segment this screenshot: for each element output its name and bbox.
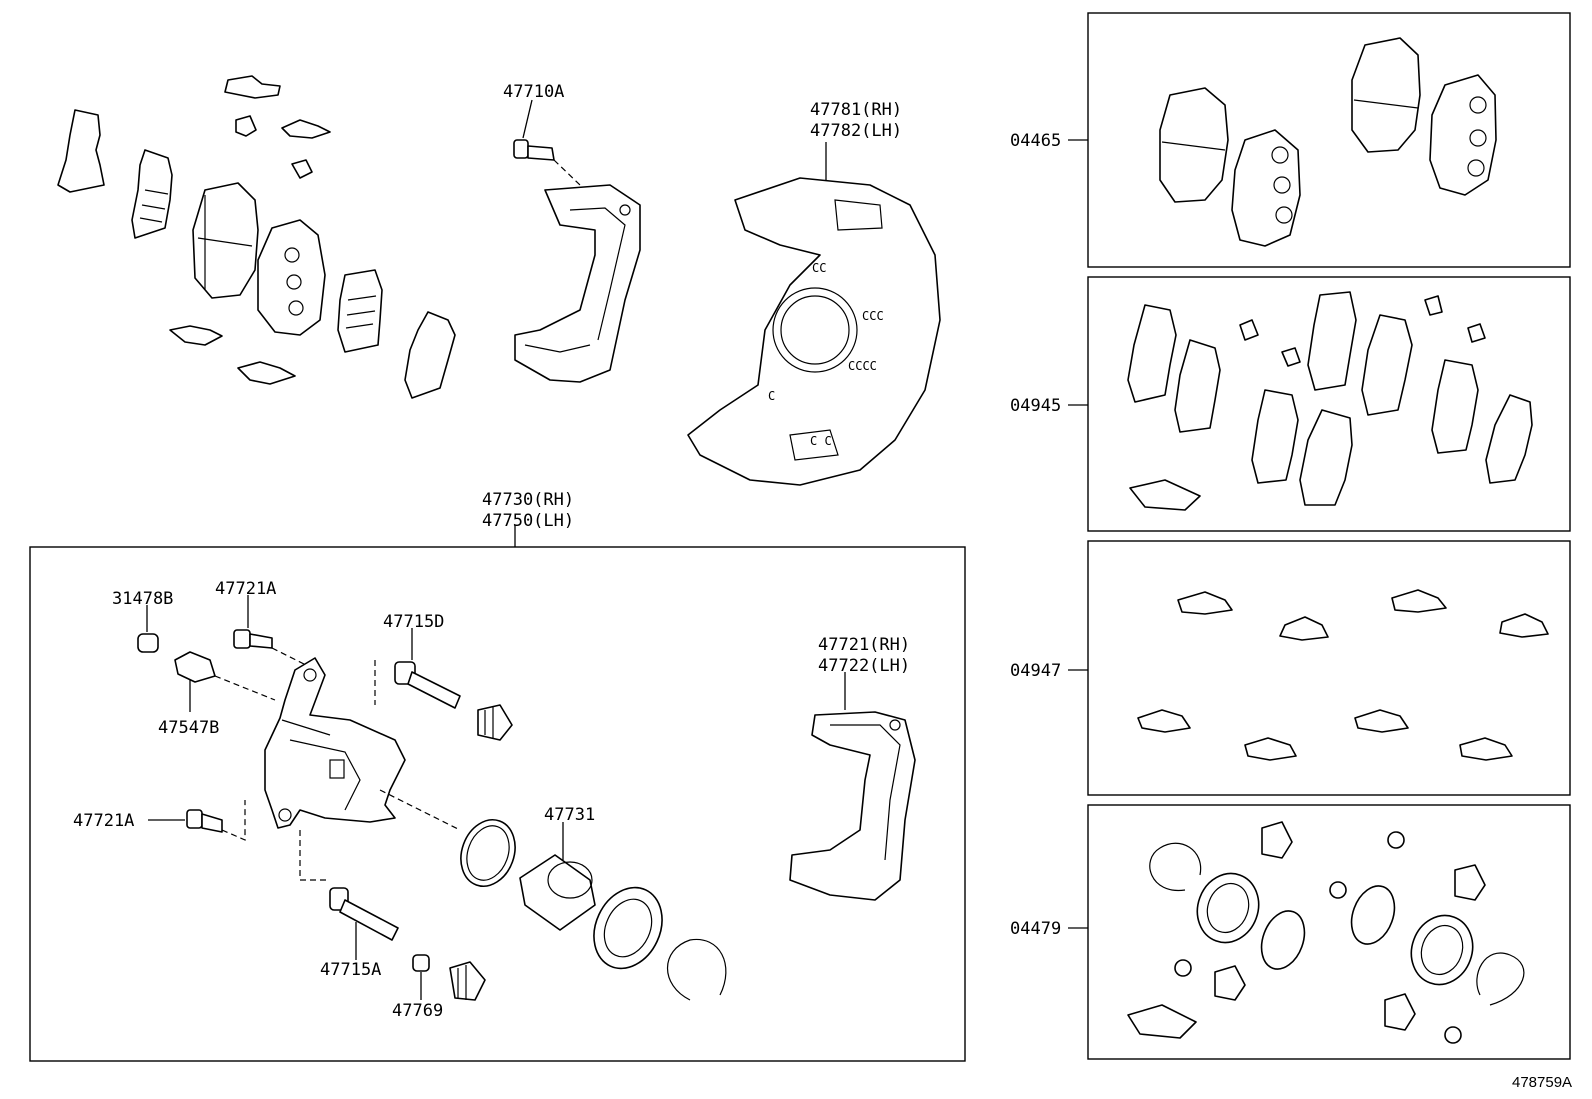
- svg-text:C C: C C: [810, 434, 832, 448]
- dust-shield: CC CCC CCCC C C C: [687, 142, 941, 486]
- label-47715d: 47715D: [383, 612, 444, 632]
- label-47781-rh: 47781(RH): [810, 100, 902, 120]
- svg-text:CC: CC: [812, 261, 826, 275]
- svg-text:CCC: CCC: [862, 309, 884, 323]
- svg-text:CCCC: CCCC: [848, 359, 877, 373]
- diagram-id: 478759A: [1512, 1074, 1572, 1091]
- piston-boot: [593, 886, 663, 970]
- label-47710a: 47710A: [503, 82, 564, 102]
- label-47782-lh: 47782(LH): [810, 121, 902, 141]
- label-47721-rh: 47721(RH): [818, 635, 910, 655]
- slide-pin-47715a: [329, 887, 399, 960]
- retaining-ring: [667, 938, 727, 1001]
- label-04465: 04465: [1010, 131, 1061, 151]
- seals-04479: [1127, 821, 1525, 1044]
- bush-47769: [412, 954, 486, 1001]
- kit-box-04947: [1087, 540, 1571, 796]
- svg-text:C: C: [768, 389, 775, 403]
- label-04947: 04947: [1010, 661, 1061, 681]
- label-47750-lh: 47750(LH): [482, 511, 574, 531]
- mounting-bracket: [514, 159, 641, 383]
- label-04479: 04479: [1010, 919, 1061, 939]
- label-47715a: 47715A: [320, 960, 381, 980]
- bolt-47721a-mid: [148, 800, 246, 841]
- kit-box-04945: [1087, 276, 1571, 532]
- label-31478b: 31478B: [112, 589, 173, 609]
- caliper-assembly-box: [29, 546, 966, 1062]
- label-47547b: 47547B: [158, 718, 219, 738]
- bolt-47710a: [513, 99, 555, 161]
- pad-set-exploded: [57, 75, 456, 399]
- pads-04465: [1159, 37, 1497, 247]
- label-47730-rh: 47730(RH): [482, 490, 574, 510]
- piston-47731: [519, 822, 596, 931]
- bolt-47721a-top: [233, 595, 321, 673]
- bleeder-47547b: [174, 651, 276, 712]
- piston-seal: [460, 819, 516, 887]
- bracket-47721: [789, 672, 916, 901]
- label-47721a-top: 47721A: [215, 579, 276, 599]
- shims-04945: [1127, 291, 1533, 511]
- cap-31478b: [137, 605, 159, 653]
- label-47731: 47731: [544, 805, 595, 825]
- kit-box-04479: [1087, 804, 1571, 1060]
- label-47721a-mid: 47721A: [73, 811, 134, 831]
- slide-pin-47715d: [374, 628, 513, 741]
- clips-04947: [1137, 589, 1549, 761]
- label-47769: 47769: [392, 1001, 443, 1021]
- label-04945: 04945: [1010, 396, 1061, 416]
- caliper-body: [264, 657, 461, 881]
- label-47722-lh: 47722(LH): [818, 656, 910, 676]
